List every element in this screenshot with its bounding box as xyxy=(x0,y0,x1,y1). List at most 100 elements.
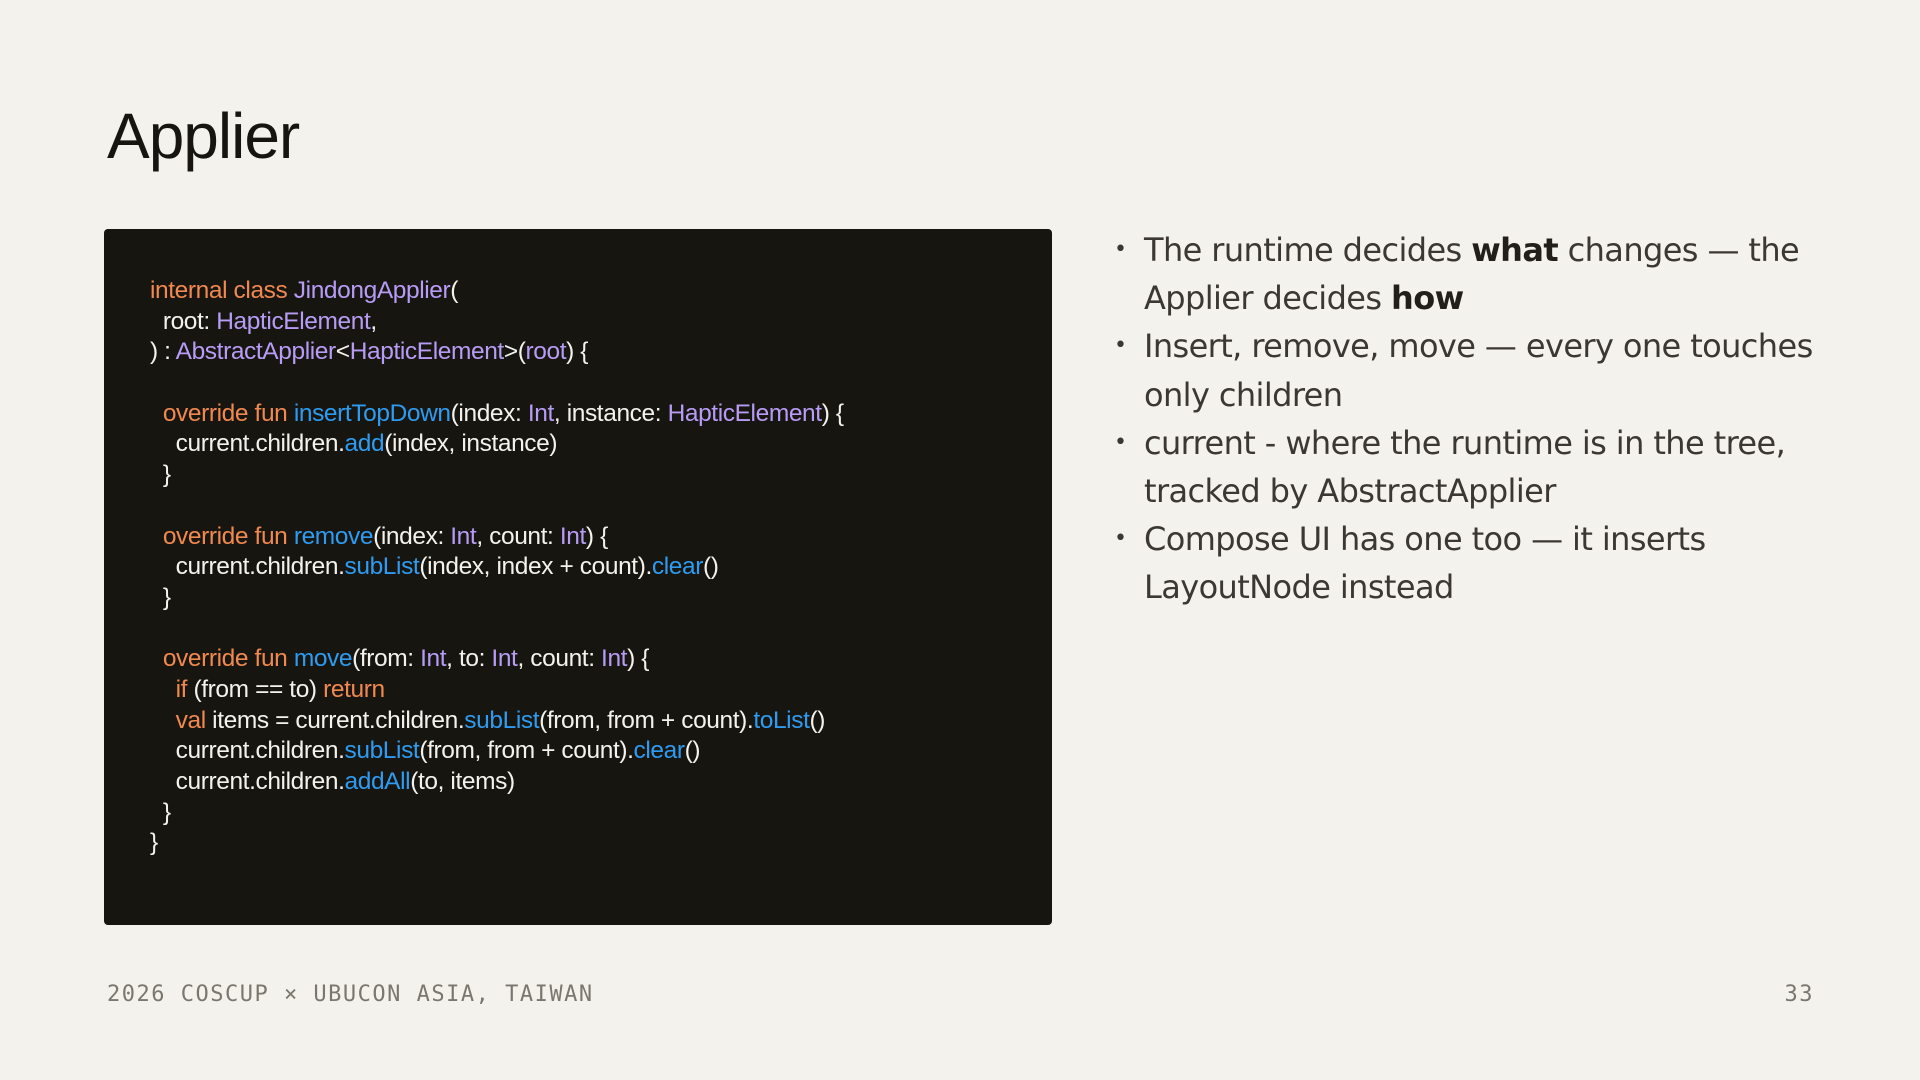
code-token: (index: xyxy=(373,522,451,550)
code-token: } xyxy=(150,829,158,857)
code-line: root: HapticElement, xyxy=(150,307,844,338)
code-token: clear xyxy=(633,737,686,765)
code-token: AbstractApplier xyxy=(175,338,337,366)
footer-event-label: 2026 COSCUP × UBUCON ASIA, TAIWAN xyxy=(107,982,594,1007)
code-token: (index: xyxy=(450,399,528,427)
bullet-item: • Insert, remove, move — every one touche… xyxy=(1112,322,1832,418)
code-token: , count: xyxy=(517,645,602,673)
code-token: internal class xyxy=(150,277,294,304)
code-token: , count: xyxy=(476,522,560,550)
bullet-dot-icon: • xyxy=(1114,429,1127,455)
code-token: (index, index + count). xyxy=(419,553,652,581)
code-token: Int xyxy=(420,645,447,673)
bullet-dot-icon: • xyxy=(1114,237,1127,262)
code-token: Int xyxy=(527,399,554,427)
code-panel: internal class JindongApplier( root: Hap… xyxy=(104,229,1052,925)
code-line: internal class JindongApplier( xyxy=(150,276,844,307)
bullet-item: • current - where the runtime is in the t… xyxy=(1112,419,1832,515)
code-token: ) { xyxy=(627,645,650,673)
bullet-text: changes — the Applier decides xyxy=(1144,231,1800,318)
code-line: override fun move(from: Int, to: Int, co… xyxy=(150,644,844,675)
code-line: current.children.add(index, instance) xyxy=(150,429,844,460)
page-number: 33 xyxy=(1784,982,1814,1007)
code-line xyxy=(150,368,844,399)
code-token: Int xyxy=(559,522,586,550)
code-token: (from == to) xyxy=(187,675,324,703)
code-token: ) { xyxy=(585,522,608,550)
code-token: ) : xyxy=(150,338,176,366)
code-token: JindongApplier xyxy=(293,277,451,304)
code-token: (to, items) xyxy=(410,768,515,795)
code-token: addAll xyxy=(344,768,411,795)
code-token: insertTopDown xyxy=(293,399,451,427)
code-block: internal class JindongApplier( root: Hap… xyxy=(150,276,844,859)
code-line: ) : AbstractApplier<HapticElement>(root)… xyxy=(150,337,844,368)
code-token: current.children. xyxy=(150,430,345,458)
code-token: current.children. xyxy=(150,768,345,795)
code-token: HapticElement xyxy=(349,338,505,366)
code-token: ) { xyxy=(821,399,844,427)
code-token: toList xyxy=(753,706,810,734)
bullet-item: • The runtime decides what changes — the … xyxy=(1112,226,1832,322)
code-line: current.children.subList(index, index + … xyxy=(150,552,844,583)
code-token: } xyxy=(150,583,171,611)
code-token: , xyxy=(370,307,377,335)
bullet-item: • Compose UI has one too — it inserts Lay… xyxy=(1112,515,1832,611)
code-line: } xyxy=(150,583,844,614)
code-token: () xyxy=(809,706,826,734)
code-token: (index, instance) xyxy=(384,430,558,458)
code-token: (from, from + count). xyxy=(419,737,634,765)
code-token: if xyxy=(175,675,188,703)
code-token: >( xyxy=(503,338,526,366)
code-token: val xyxy=(175,706,207,734)
code-token: override fun xyxy=(150,522,294,550)
code-token: add xyxy=(344,430,385,458)
code-token: } xyxy=(150,461,171,489)
code-line: override fun remove(index: Int, count: I… xyxy=(150,522,844,553)
code-token: current.children. xyxy=(150,553,345,581)
bullet-text: current - where the runtime is in the tr… xyxy=(1144,423,1786,511)
code-token: subList xyxy=(344,553,420,581)
code-token: Int xyxy=(491,645,518,673)
code-token: , instance: xyxy=(553,399,668,427)
code-token: () xyxy=(684,737,701,765)
code-token xyxy=(150,676,176,703)
code-token: subList xyxy=(344,737,420,765)
bullet-text: Insert, remove, move — every one touches… xyxy=(1144,327,1813,414)
code-line: } xyxy=(150,798,844,829)
code-token: HapticElement xyxy=(667,399,823,427)
code-line xyxy=(150,491,844,522)
code-token: () xyxy=(702,553,719,581)
code-line: current.children.addAll(to, items) xyxy=(150,767,844,798)
code-line: } xyxy=(150,460,844,491)
code-token: return xyxy=(323,675,385,703)
bullet-dot-icon: • xyxy=(1114,526,1127,552)
bullet-emphasis: what xyxy=(1471,231,1559,269)
code-token: current.children. xyxy=(150,737,345,765)
code-token: Int xyxy=(601,645,628,673)
bullet-text: The runtime decides xyxy=(1144,231,1472,269)
code-token: (from, from + count). xyxy=(539,706,754,734)
code-token: root xyxy=(525,338,567,366)
code-token: root: xyxy=(150,307,217,335)
code-token: ) { xyxy=(566,338,589,366)
code-line xyxy=(150,614,844,645)
code-token: Int xyxy=(450,522,477,550)
code-line: if (from == to) return xyxy=(150,675,844,706)
code-line: val items = current.children.subList(fro… xyxy=(150,706,844,737)
code-token: } xyxy=(150,798,171,826)
code-token: items = current.children. xyxy=(205,706,465,734)
bullet-text: Compose UI has one too — it inserts Layo… xyxy=(1144,520,1706,607)
bullet-dot-icon: • xyxy=(1114,333,1127,359)
code-line: override fun insertTopDown(index: Int, i… xyxy=(150,399,844,430)
bullet-emphasis: how xyxy=(1391,279,1464,318)
code-token: clear xyxy=(651,553,704,581)
bullet-list: • The runtime decides what changes — the … xyxy=(1112,226,1832,612)
code-token: override fun xyxy=(150,645,294,673)
code-token: remove xyxy=(293,522,374,550)
code-token: , to: xyxy=(446,645,492,673)
code-token: override fun xyxy=(150,399,294,427)
code-token: HapticElement xyxy=(216,307,371,335)
code-line: current.children.subList(from, from + co… xyxy=(150,736,844,767)
